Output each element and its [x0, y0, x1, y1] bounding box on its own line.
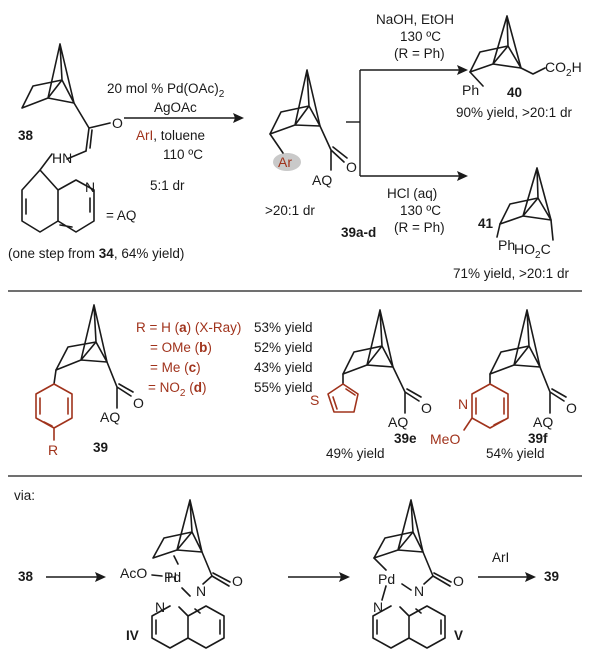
atom-N: N [414, 583, 424, 599]
atom-N: N [373, 599, 383, 615]
oxidant-label: AgOAc [154, 100, 197, 115]
intermediate-IV: H AcO Pd N N O IV [120, 499, 243, 649]
mechanism-reagent: ArI [492, 550, 509, 565]
molecule-40: Ph CO2H 40 90% yield, >20:1 dr [456, 15, 582, 120]
atom-R: R [48, 442, 58, 458]
scope-yield-b: 52% yield [254, 340, 313, 355]
top-reagent: NaOH, EtOH [376, 12, 454, 27]
molecule-39e: S AQ O 39e 49% yield [310, 309, 432, 461]
molecule-39: R AQ O 39 [35, 304, 144, 458]
compound-39a-d-label: 39a-d [341, 225, 376, 240]
atom-Pd: Pd [378, 571, 395, 587]
bottom-cond: (R = Ph) [394, 220, 445, 235]
result-40: 90% yield, >20:1 dr [456, 105, 572, 120]
atom-O: O [112, 115, 123, 131]
atom-N: N [155, 599, 165, 615]
atom-Ph: Ph [462, 82, 479, 98]
atom-N: N [85, 179, 95, 195]
molecule-39a-d: Ar AQ O >20:1 dr 39a-d [265, 69, 376, 240]
atom-AQ: AQ [100, 409, 120, 425]
atom-O: O [421, 400, 432, 416]
atom-Ar: Ar [278, 154, 292, 170]
molecule-39f: N MeO AQ O 39f 54% yield [430, 309, 577, 461]
compound-40-label: 40 [507, 85, 522, 100]
compound-38-label-b: 38 [18, 569, 34, 584]
bottom-temp: 130 ºC [400, 203, 441, 218]
compound-41-label: 41 [478, 216, 494, 231]
bottom-reagent: HCl (aq) [387, 186, 437, 201]
scope-yield-c: 43% yield [254, 360, 313, 375]
temperature-label: 110 ºC [163, 147, 203, 162]
compound-39f-label: 39f [528, 431, 548, 446]
atom-H: H [167, 569, 177, 585]
scope-row-b: = OMe (b) [150, 340, 212, 355]
branch-arrows: NaOH, EtOH 130 ºC (R = Ph) HCl (aq) 130 … [346, 12, 468, 235]
compound-39e-label: 39e [394, 431, 417, 446]
start-dr-label: 5:1 dr [150, 178, 185, 193]
yield-39f: 54% yield [486, 446, 545, 461]
atom-AcO: AcO [120, 565, 147, 581]
scope-yield-a: 53% yield [254, 320, 313, 335]
atom-O: O [232, 573, 243, 589]
atom-O: O [133, 395, 144, 411]
molecule-38: HN O N 38 = AQ (one step from 34, 64% yi… [8, 43, 184, 261]
molecule-41: Ph 41 HO2C 71% yield, >20:1 dr [453, 167, 569, 281]
scope-yield-d: 55% yield [254, 380, 313, 395]
atom-O: O [453, 573, 464, 589]
mechanism-arrow-3: ArI 39 [478, 550, 559, 584]
atom-HN: HN [52, 150, 72, 166]
scope-row-d: = NO2 (d) [148, 380, 206, 399]
scope-row-a: R = H (a) (X-Ray) [136, 320, 241, 335]
atom-HO2C: HO2C [514, 241, 551, 261]
conditions-label: ArI, toluene [136, 128, 205, 143]
atom-CO2H: CO2H [545, 59, 582, 79]
via-label: via: [14, 488, 35, 503]
atom-MeO: MeO [430, 431, 460, 447]
compound-IV-label: IV [126, 628, 139, 643]
product-dr-label: >20:1 dr [265, 203, 315, 218]
reaction-arrow-1: 20 mol % Pd(OAc)2 AgOAc ArI, toluene 110… [107, 81, 244, 193]
mechanism-row: 38 [18, 569, 106, 584]
scope-table: R = H (a) (X-Ray) 53% yield = OMe (b) 52… [136, 320, 313, 399]
result-41: 71% yield, >20:1 dr [453, 266, 569, 281]
atom-AQ: AQ [312, 172, 332, 188]
atom-AQ: AQ [533, 414, 553, 430]
atom-N: N [196, 583, 206, 599]
atom-N: N [458, 396, 468, 412]
atom-Ph: Ph [498, 237, 515, 253]
compound-38-label: 38 [18, 128, 34, 143]
yield-39e: 49% yield [326, 446, 385, 461]
atom-O: O [566, 400, 577, 416]
intermediate-V: Pd N N O V [372, 499, 464, 649]
atom-S: S [310, 392, 319, 408]
top-cond: (R = Ph) [394, 46, 445, 61]
catalyst-label: 20 mol % Pd(OAc)2 [107, 81, 225, 100]
aq-definition: = AQ [106, 208, 136, 223]
top-temp: 130 ºC [400, 29, 441, 44]
compound-V-label: V [454, 628, 463, 643]
compound-39-label: 39 [93, 440, 108, 455]
atom-AQ: AQ [388, 414, 408, 430]
atom-Pd: Pd [164, 569, 181, 585]
mechanism-arrow-2 [288, 572, 350, 582]
scope-row-c: = Me (c) [150, 360, 201, 375]
origin-note: (one step from 34, 64% yield) [8, 246, 184, 261]
compound-39-label-b: 39 [544, 569, 559, 584]
atom-O: O [346, 159, 357, 175]
